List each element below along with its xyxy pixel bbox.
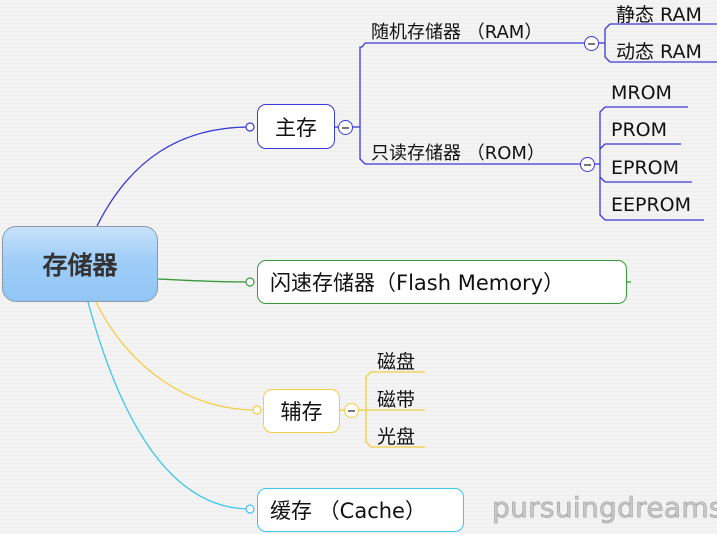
collapse-toggle-auxiliary[interactable] <box>344 403 359 418</box>
collapse-toggle-main-memory[interactable] <box>338 120 353 135</box>
node-label: 缓存 （Cache） <box>270 499 426 523</box>
connector-root-main <box>96 126 251 227</box>
connector-dot-cache <box>245 504 255 514</box>
node-auxiliary-storage[interactable]: 辅存 <box>263 389 340 433</box>
leaf-static-ram[interactable]: 静态 RAM <box>616 4 702 26</box>
connector-root-flash <box>157 278 251 283</box>
node-flash-memory[interactable]: 闪速存储器（Flash Memory） <box>257 260 627 304</box>
leaf-optical-disc[interactable]: 光盘 <box>377 426 416 448</box>
leaf-tape[interactable]: 磁带 <box>377 389 416 411</box>
node-cache[interactable]: 缓存 （Cache） <box>257 488 464 532</box>
minus-icon <box>588 42 595 45</box>
leaf-dynamic-ram[interactable]: 动态 RAM <box>616 41 702 63</box>
leaf-mrom[interactable]: MROM <box>611 82 672 104</box>
watermark: pursuingdreams <box>492 491 717 525</box>
collapse-toggle-rom[interactable] <box>580 157 595 172</box>
root-label: 存储器 <box>42 251 118 280</box>
connector-root-aux <box>95 301 257 411</box>
leaf-eeprom[interactable]: EEPROM <box>611 194 692 216</box>
minus-icon <box>342 126 349 129</box>
root-node[interactable]: 存储器 <box>2 226 158 302</box>
connector-dot-flash <box>245 277 255 287</box>
node-rom[interactable]: 只读存储器 （ROM） <box>371 143 545 164</box>
node-ram[interactable]: 随机存储器 （RAM） <box>371 22 543 43</box>
connector-dot-main <box>245 122 255 132</box>
minus-icon <box>348 409 355 412</box>
node-main-memory[interactable]: 主存 <box>257 104 335 149</box>
leaf-disk[interactable]: 磁盘 <box>377 351 416 373</box>
connector-dot-aux <box>252 405 262 415</box>
minus-icon <box>584 163 591 166</box>
node-label: 辅存 <box>280 400 323 424</box>
node-label: 主存 <box>275 115 317 140</box>
connector-root-cache <box>87 301 251 510</box>
node-label: 闪速存储器（Flash Memory） <box>270 271 565 295</box>
leaf-eprom[interactable]: EPROM <box>611 157 680 179</box>
leaf-prom[interactable]: PROM <box>611 119 668 141</box>
collapse-toggle-ram[interactable] <box>584 36 599 51</box>
